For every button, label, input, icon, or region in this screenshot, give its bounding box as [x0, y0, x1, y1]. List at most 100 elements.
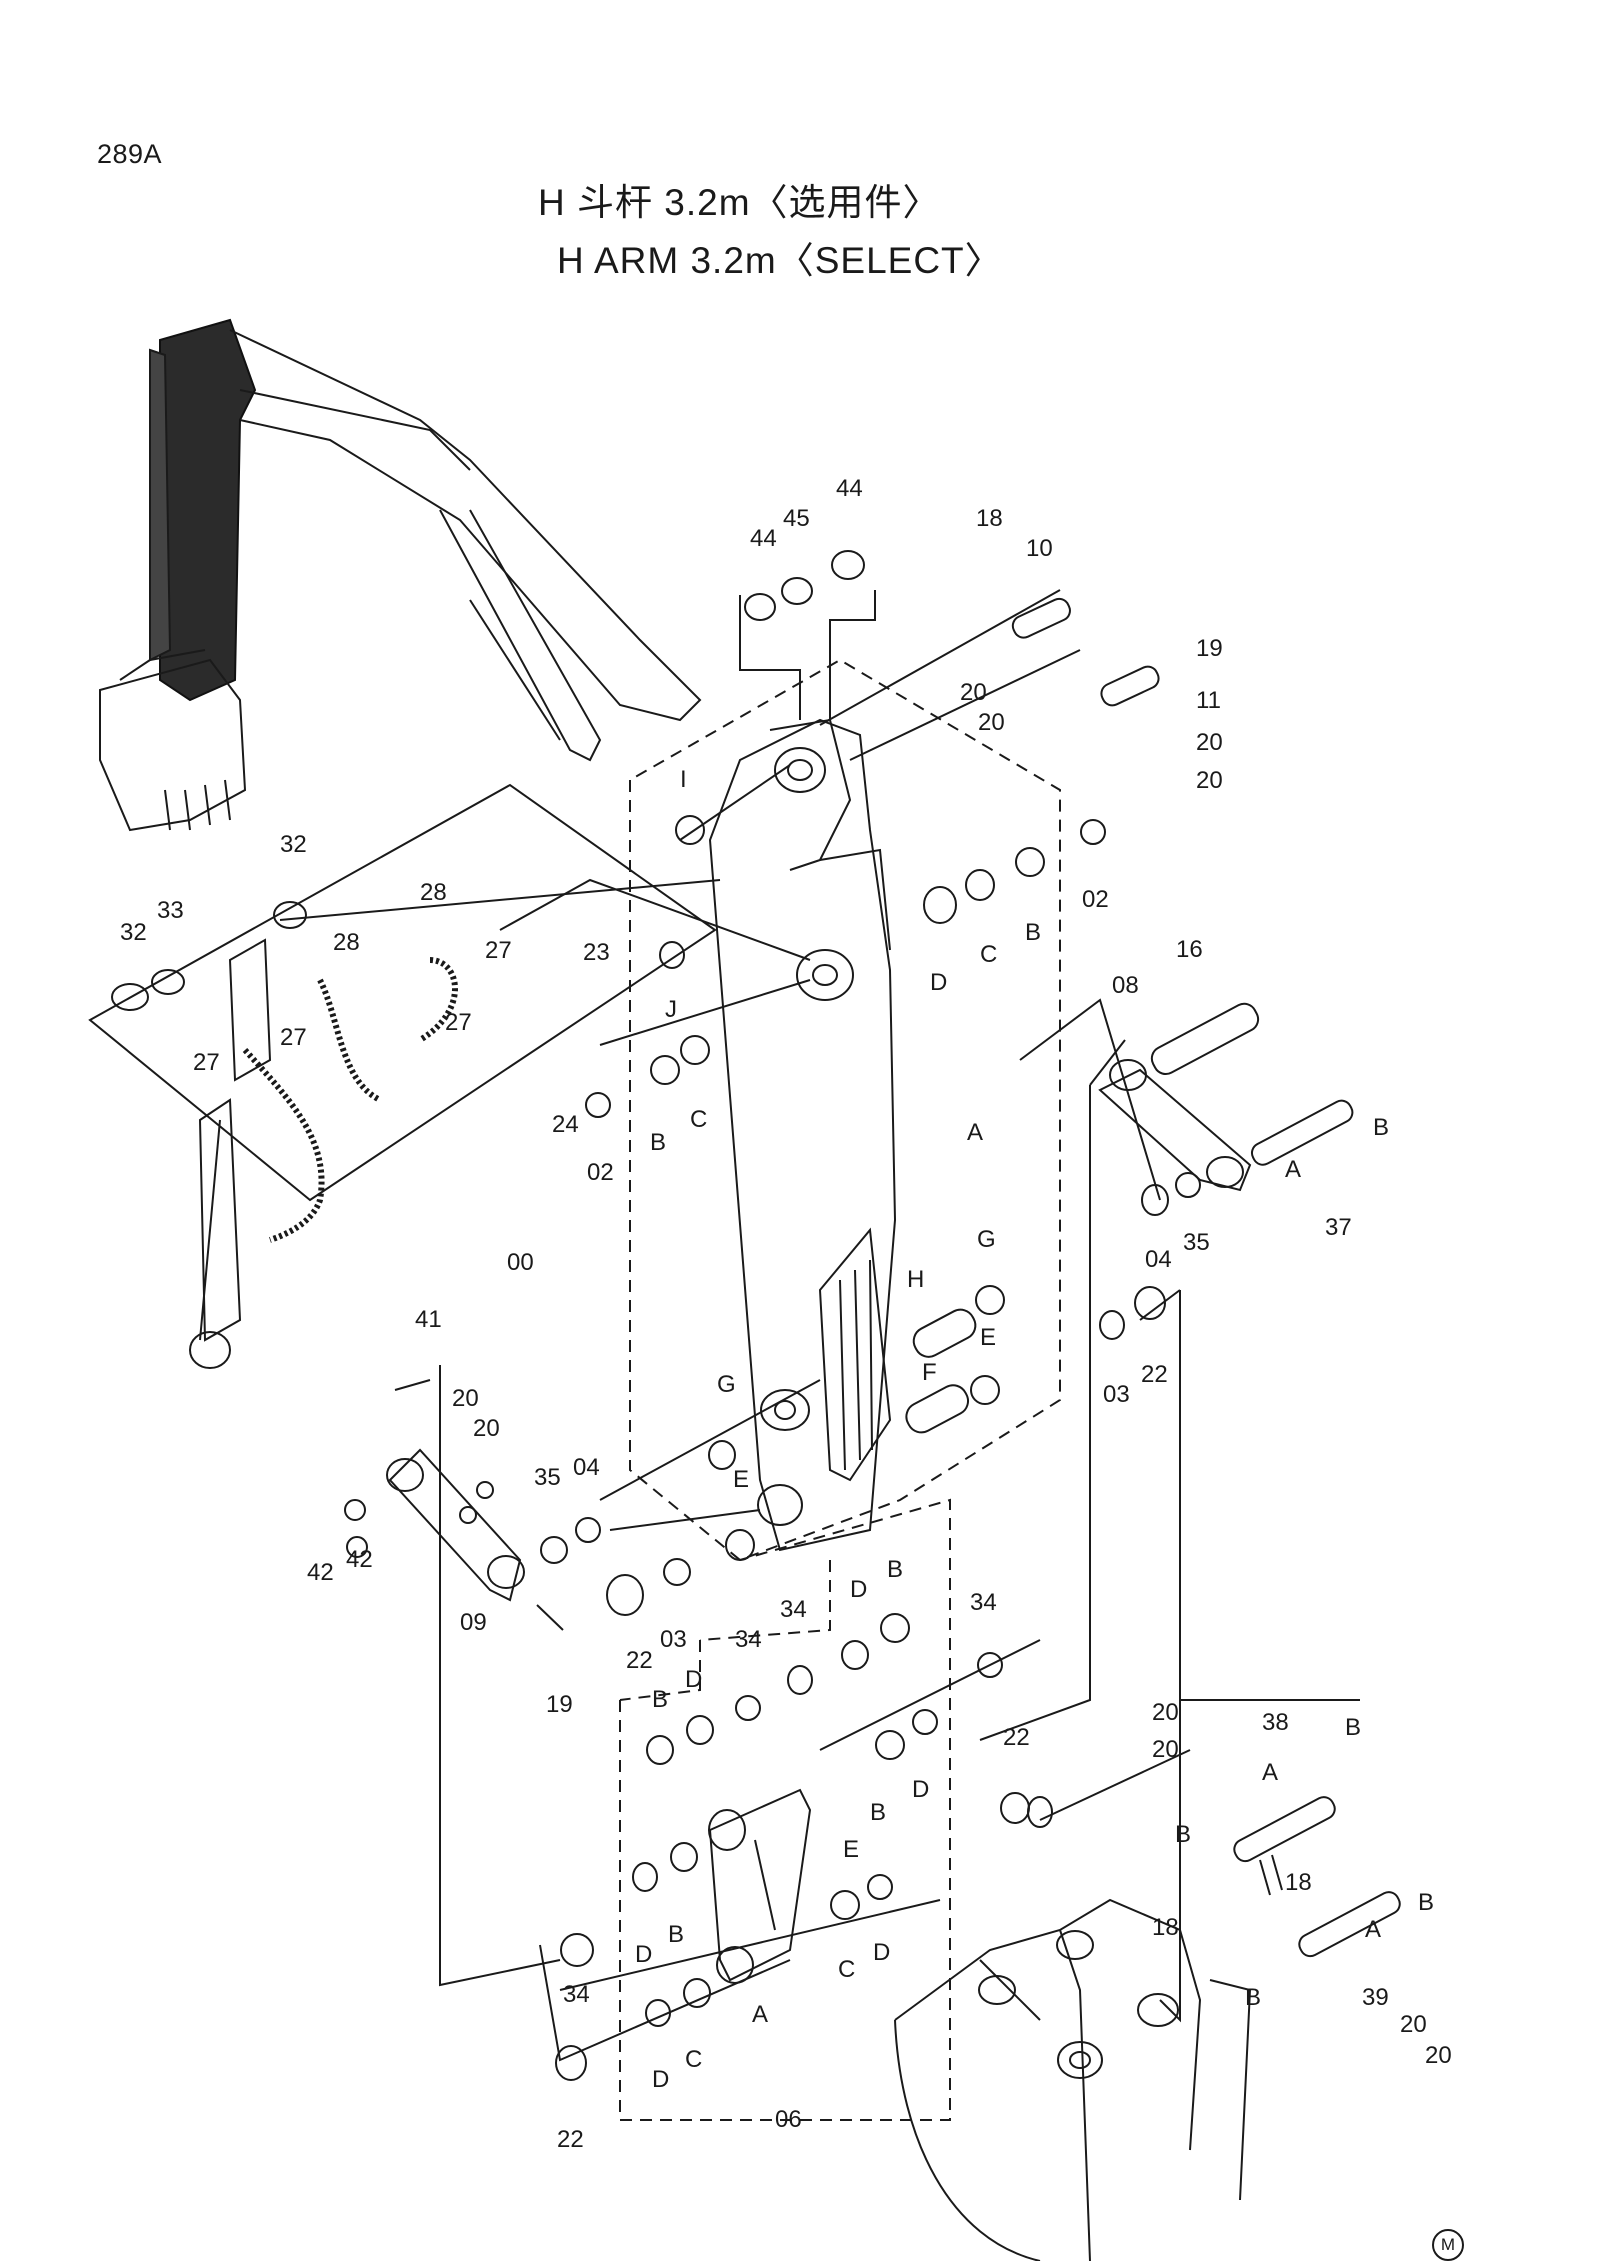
callout-20: 20: [1196, 729, 1223, 756]
callout-09: 09: [460, 1609, 487, 1636]
callout-22: 22: [626, 1647, 653, 1674]
callout-A: A: [967, 1119, 983, 1146]
callout-32: 32: [280, 831, 307, 858]
callout-20: 20: [960, 679, 987, 706]
callout-C: C: [980, 941, 997, 968]
link-08-drawing: [1098, 1059, 1252, 1192]
callout-G: G: [717, 1371, 736, 1398]
callout-F: F: [922, 1359, 937, 1386]
assembly-boundaries: [619, 658, 1061, 2121]
callout-A: A: [1285, 1156, 1301, 1183]
callout-34: 34: [970, 1589, 997, 1616]
callout-44: 44: [836, 475, 863, 502]
callout-28: 28: [333, 929, 360, 956]
callout-24: 24: [552, 1111, 579, 1138]
callout-E: E: [733, 1466, 749, 1493]
callout-34: 34: [780, 1596, 807, 1623]
callout-D: D: [652, 2066, 669, 2093]
callout-labels: 44 45 44 18 10 19 11 20 20 20 20 I 02 B …: [120, 475, 1452, 2153]
title-english: H ARM 3.2m〈SELECT〉: [557, 240, 1003, 281]
callout-22: 22: [1003, 1724, 1030, 1751]
link-09-drawing: [344, 1379, 564, 1631]
callout-20: 20: [978, 709, 1005, 736]
callout-C: C: [685, 2046, 702, 2073]
callout-G: G: [977, 1226, 996, 1253]
callout-27: 27: [445, 1009, 472, 1036]
callout-C: C: [690, 1106, 707, 1133]
callout-D: D: [873, 1939, 890, 1966]
callout-B: B: [1025, 919, 1041, 946]
callout-B: B: [870, 1799, 886, 1826]
arm-body-drawing: [708, 718, 897, 1552]
callout-39: 39: [1362, 1984, 1389, 2011]
excavator-overview-drawing: [99, 318, 702, 832]
callout-B: B: [1345, 1714, 1361, 1741]
callout-35: 35: [534, 1464, 561, 1491]
callout-B: B: [1175, 1821, 1191, 1848]
callout-27: 27: [280, 1024, 307, 1051]
callout-20: 20: [1196, 767, 1223, 794]
hose-assembly-drawing: [111, 901, 458, 1369]
callout-20: 20: [1400, 2011, 1427, 2038]
callout-28: 28: [420, 879, 447, 906]
callout-D: D: [850, 1576, 867, 1603]
callout-02: 02: [1082, 886, 1109, 913]
callout-B: B: [1245, 1984, 1261, 2011]
callout-B: B: [650, 1129, 666, 1156]
callout-11: 11: [1196, 687, 1221, 714]
callout-32: 32: [120, 919, 147, 946]
callout-E: E: [980, 1324, 996, 1351]
callout-B: B: [652, 1686, 668, 1713]
callout-B: B: [1418, 1889, 1434, 1916]
corner-mark: M: [1432, 2229, 1464, 2261]
callout-27: 27: [485, 937, 512, 964]
bucket-drawing: [894, 1898, 1252, 2261]
callout-20: 20: [1152, 1736, 1179, 1763]
callout-45: 45: [783, 505, 810, 532]
callout-23: 23: [583, 939, 610, 966]
callout-22: 22: [557, 2126, 584, 2153]
callout-B: B: [1373, 1114, 1389, 1141]
callout-C: C: [838, 1956, 855, 1983]
pins-bushings-drawing: [540, 550, 1260, 2081]
callout-B: B: [668, 1921, 684, 1948]
callout-06: 06: [775, 2106, 802, 2133]
callout-B: B: [887, 1556, 903, 1583]
callout-E: E: [843, 1836, 859, 1863]
page-code: 289A: [97, 139, 163, 169]
callout-34: 34: [735, 1626, 762, 1653]
callout-18: 18: [976, 505, 1003, 532]
callout-04: 04: [573, 1454, 600, 1481]
callout-20: 20: [1152, 1699, 1179, 1726]
callout-18: 18: [1285, 1869, 1312, 1896]
callout-20: 20: [473, 1415, 500, 1442]
callout-16: 16: [1176, 936, 1203, 963]
callout-08: 08: [1112, 972, 1139, 999]
callout-D: D: [685, 1666, 702, 1693]
leader-lines: [88, 589, 1360, 2062]
callout-20: 20: [1425, 2042, 1452, 2069]
callout-04: 04: [1145, 1246, 1172, 1273]
callout-H: H: [907, 1266, 924, 1293]
callout-03: 03: [660, 1626, 687, 1653]
callout-D: D: [912, 1776, 929, 1803]
link-06-drawing: [708, 1788, 812, 1984]
callout-41: 41: [415, 1306, 442, 1333]
callout-34: 34: [563, 1981, 590, 2008]
pin-assemblies-drawing: [1233, 1099, 1401, 1958]
callout-27: 27: [193, 1049, 220, 1076]
callout-D: D: [930, 969, 947, 996]
callout-10: 10: [1026, 535, 1053, 562]
callout-19: 19: [546, 1691, 573, 1718]
callout-J: J: [665, 996, 677, 1023]
callout-19: 19: [1196, 635, 1223, 662]
callout-38: 38: [1262, 1709, 1289, 1736]
title-chinese: H 斗杆 3.2m〈选用件〉: [538, 182, 941, 223]
callout-03: 03: [1103, 1381, 1130, 1408]
callout-A: A: [1365, 1916, 1381, 1943]
callout-00: 00: [507, 1249, 534, 1276]
callout-22: 22: [1141, 1361, 1168, 1388]
callout-42: 42: [307, 1559, 334, 1586]
callout-A: A: [1262, 1759, 1278, 1786]
